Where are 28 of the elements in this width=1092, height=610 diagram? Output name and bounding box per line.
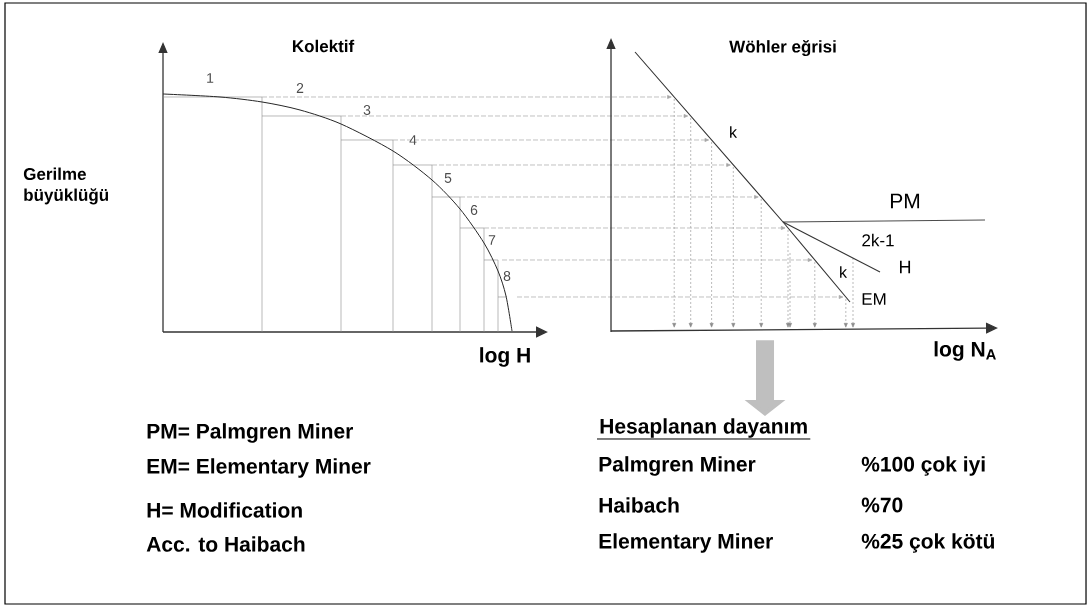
label: EM= Elementary Miner (147, 458, 371, 478)
label: 3 (363, 105, 371, 115)
label: EM (862, 293, 886, 305)
label: Gerilme büyüklüğü (23, 167, 109, 205)
label: PM (891, 193, 920, 209)
label: 8 (503, 271, 511, 281)
label: PM= Palmgren Miner (147, 423, 353, 443)
label: k (730, 126, 738, 138)
label: Elementary Miner (599, 533, 773, 553)
label: %25 çok kötü (861, 533, 994, 553)
label: %100 çok iyi (861, 456, 985, 476)
label: k (840, 266, 848, 278)
label: Acc. to Haibach (146, 536, 305, 552)
label: H (900, 260, 911, 274)
label: log H (480, 347, 530, 367)
label: 1 (207, 73, 214, 83)
label: Haibach (599, 497, 679, 513)
heading: Hesaplanan dayanım (596, 418, 811, 440)
label: 5 (444, 173, 452, 183)
label: 7 (488, 235, 496, 245)
label: 4 (409, 135, 417, 145)
label: 6 (470, 205, 478, 215)
label: 2 (296, 83, 304, 93)
label: Wöhler eğrisi (729, 39, 836, 57)
label: Kolektif (292, 39, 355, 53)
label: 2k-1 (862, 233, 894, 247)
label: H= Modification (147, 502, 302, 518)
label: %70 (861, 497, 903, 513)
